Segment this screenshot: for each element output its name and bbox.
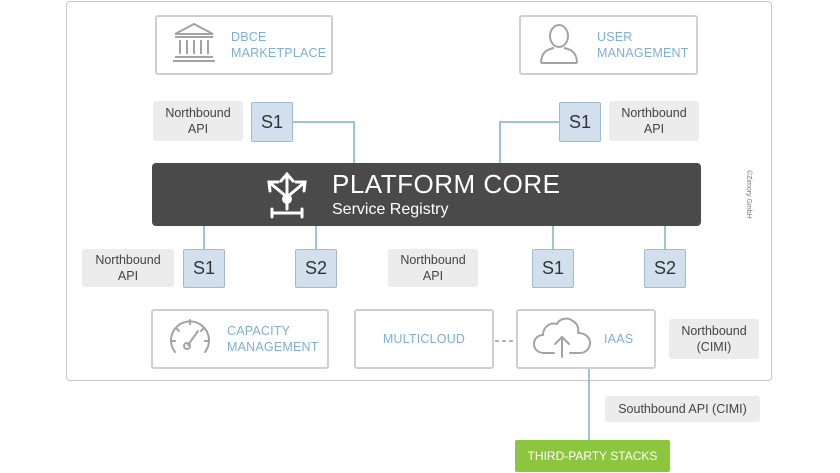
user-management-label: USER MANAGEMENT [597,30,689,60]
northbound-api-label-bottom-center: Northbound API [388,249,478,287]
platform-core-subtitle: Service Registry [332,201,449,218]
service-s1-bottom-left: S1 [183,249,225,288]
user-icon [537,21,581,70]
northbound-cimi-label: Northbound (CIMI) [669,319,759,359]
service-s2-bottom-right: S2 [644,249,686,288]
platform-core-title: PLATFORM CORE [332,169,561,199]
multicloud-label: MULTICLOUD [382,332,466,346]
southbound-api-label: Southbound API (CIMI) [605,396,760,422]
service-s1-top-right: S1 [559,102,601,142]
bank-icon [171,20,217,71]
capacity-management-label: CAPACITY MANAGEMENT [227,324,319,354]
capacity-management-box: CAPACITY MANAGEMENT [151,309,329,369]
northbound-api-label-bottom-left: Northbound API [82,249,174,287]
northbound-api-label-top-right: Northbound API [609,101,699,141]
iaas-label: IAAS [604,332,634,346]
service-s1-bottom-right: S1 [532,249,574,288]
iaas-box: IAAS [516,309,656,369]
gauge-icon [167,314,213,365]
user-management-box: USER MANAGEMENT [519,15,698,75]
multicloud-box: MULTICLOUD [354,309,494,369]
cloud-upload-icon [532,315,594,364]
platform-core: PLATFORM CORE Service Registry [152,163,701,226]
copyright-label: ©Zimory GmbH [745,170,752,219]
network-hub-icon [262,169,312,226]
third-party-stacks-box: THIRD-PARTY STACKS [515,440,670,472]
dbce-marketplace-label: DBCE MARKETPLACE [231,30,327,60]
service-s1-top-left: S1 [251,102,293,142]
service-s2-bottom-left: S2 [295,249,337,288]
dbce-marketplace-box: DBCE MARKETPLACE [155,15,333,75]
platform-frame [66,1,772,381]
northbound-api-label-top-left: Northbound API [153,101,243,141]
